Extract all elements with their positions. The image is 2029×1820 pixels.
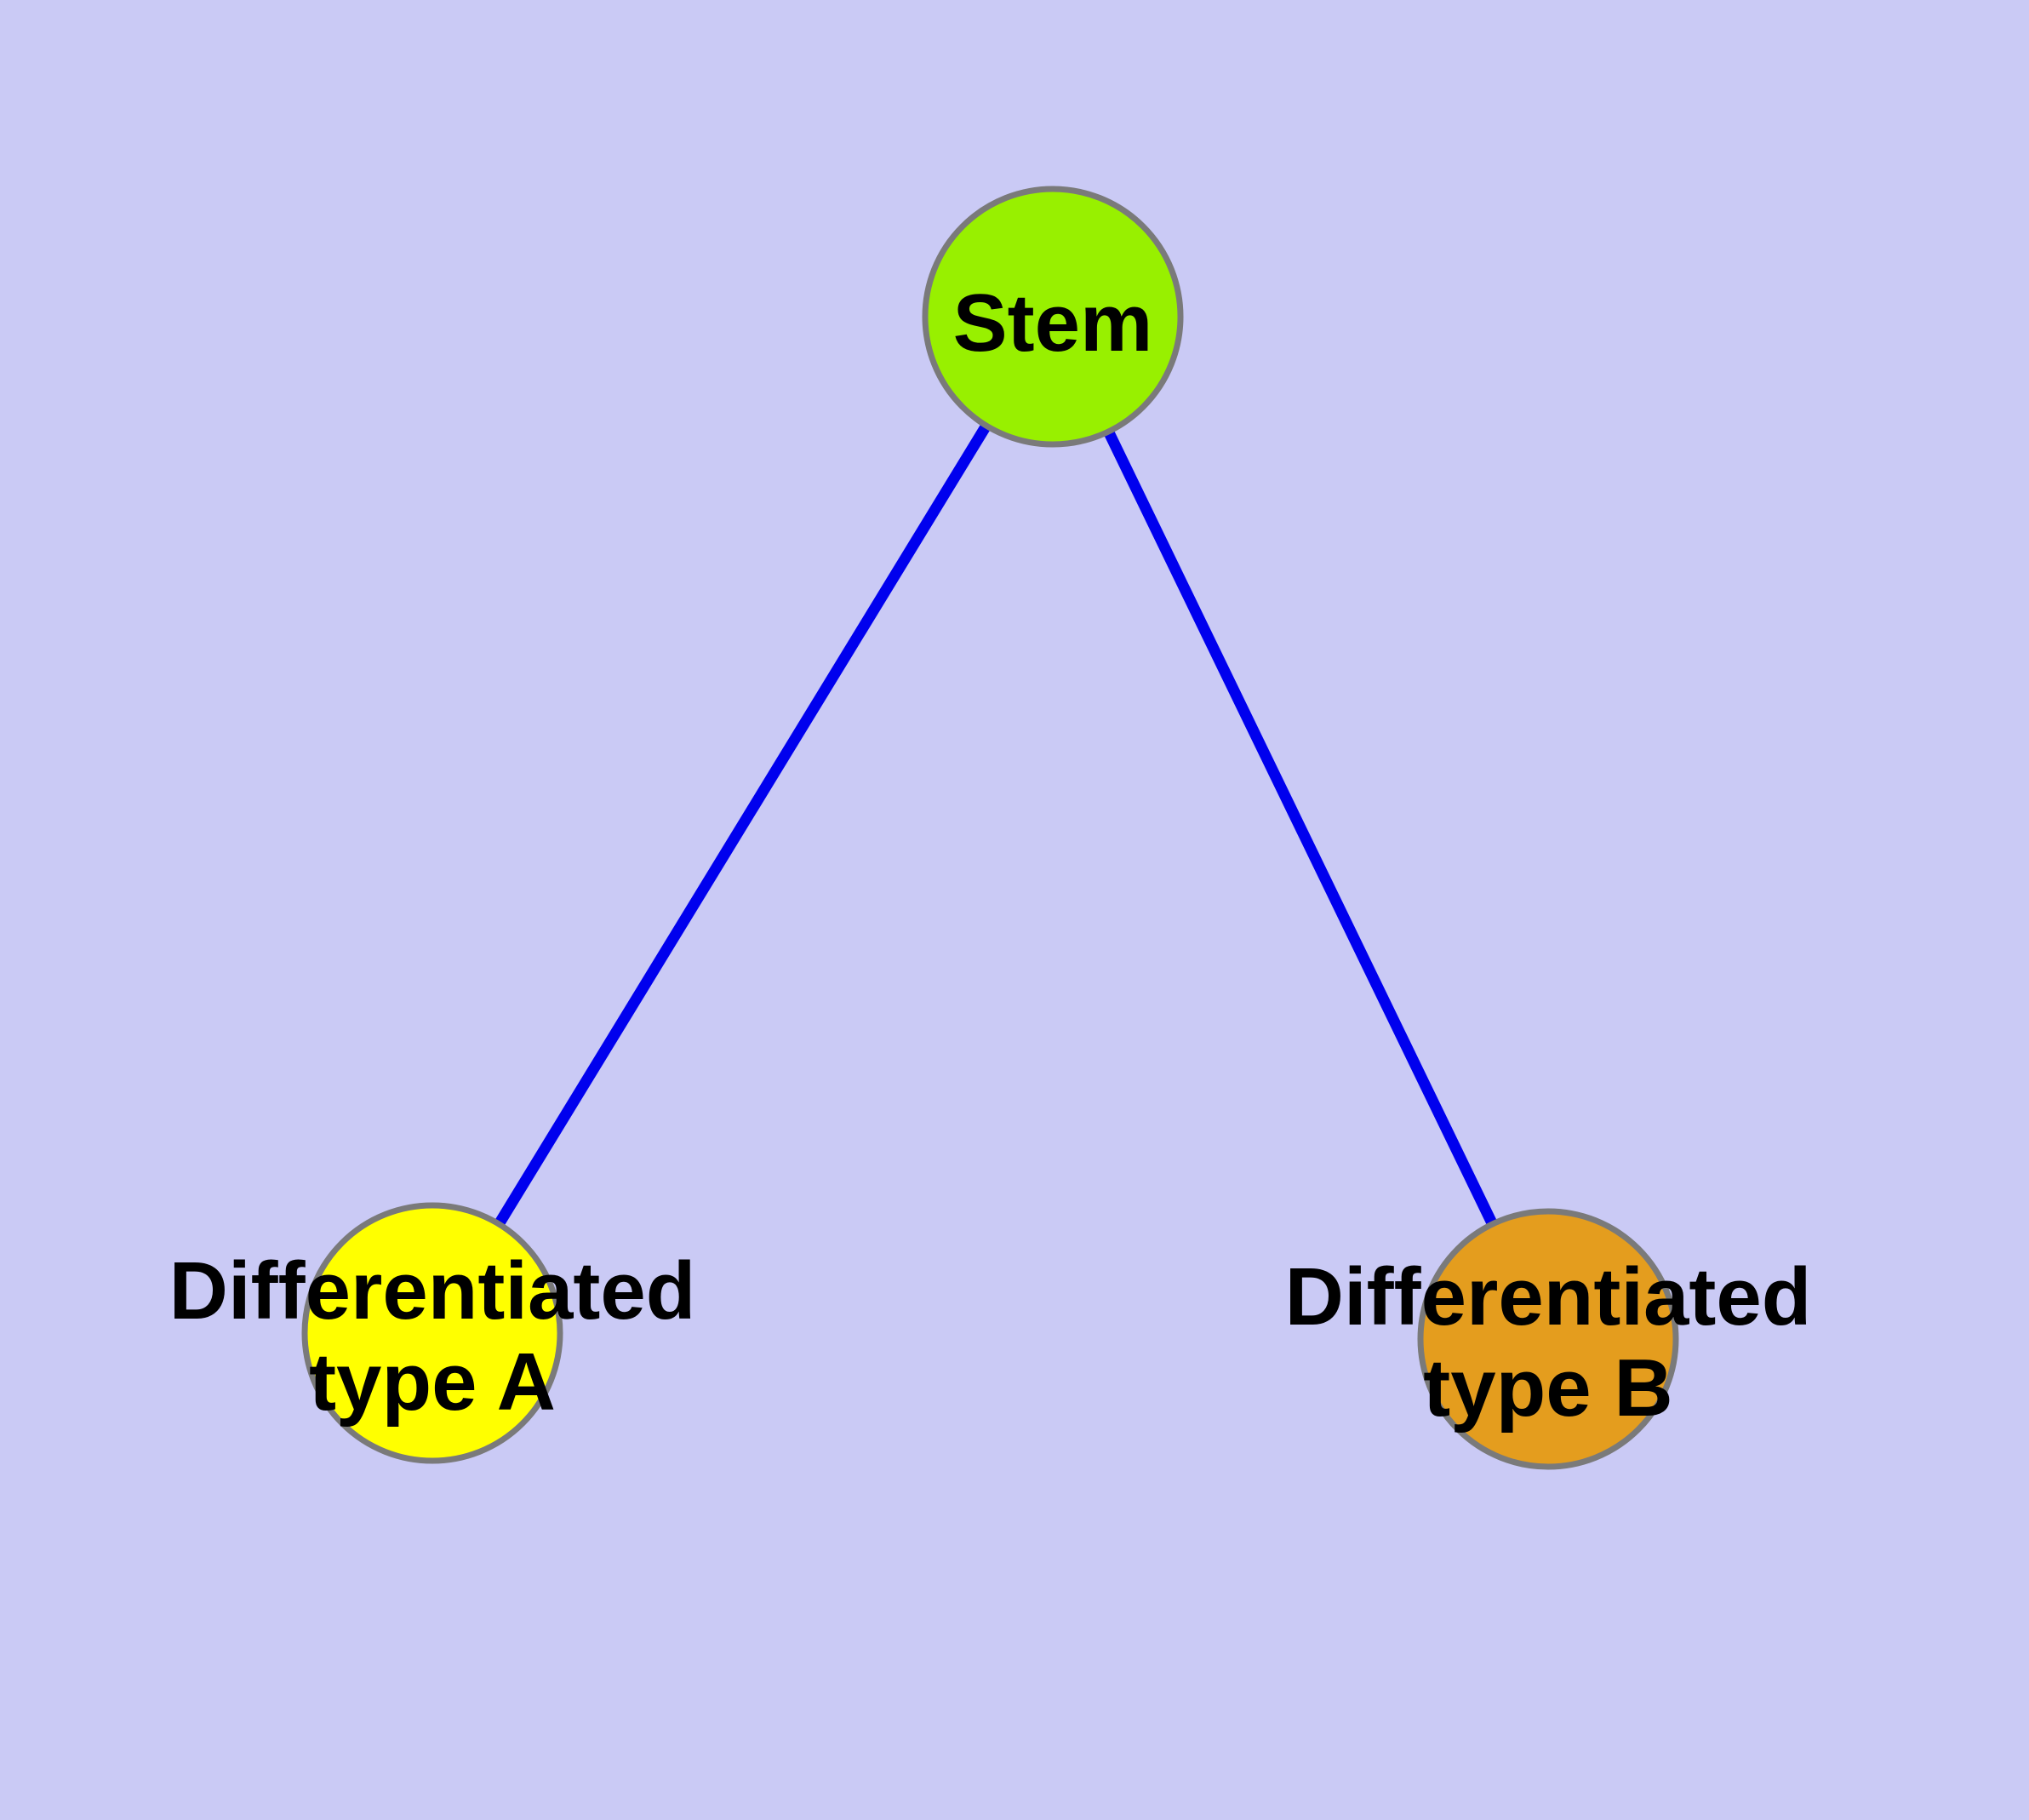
- edge-stem-to-differentiated-type-b: [1048, 314, 1553, 1342]
- node-differentiated-type-b-circle: [1417, 1208, 1679, 1470]
- node-differentiated-type-a-label-line1: Differentiated: [169, 1245, 696, 1336]
- edge-stem-to-differentiated-type-a: [427, 313, 1058, 1336]
- node-differentiated-type-b-label-line2: type B: [1423, 1342, 1672, 1434]
- node-stem-circle: [922, 186, 1184, 448]
- node-differentiated-type-a-label-line2: type A: [309, 1336, 556, 1428]
- node-differentiated-type-a-circle: [301, 1202, 563, 1464]
- node-differentiated-type-b-label-line1: Differentiated: [1285, 1251, 1812, 1342]
- node-stem-label: Stem: [953, 278, 1153, 369]
